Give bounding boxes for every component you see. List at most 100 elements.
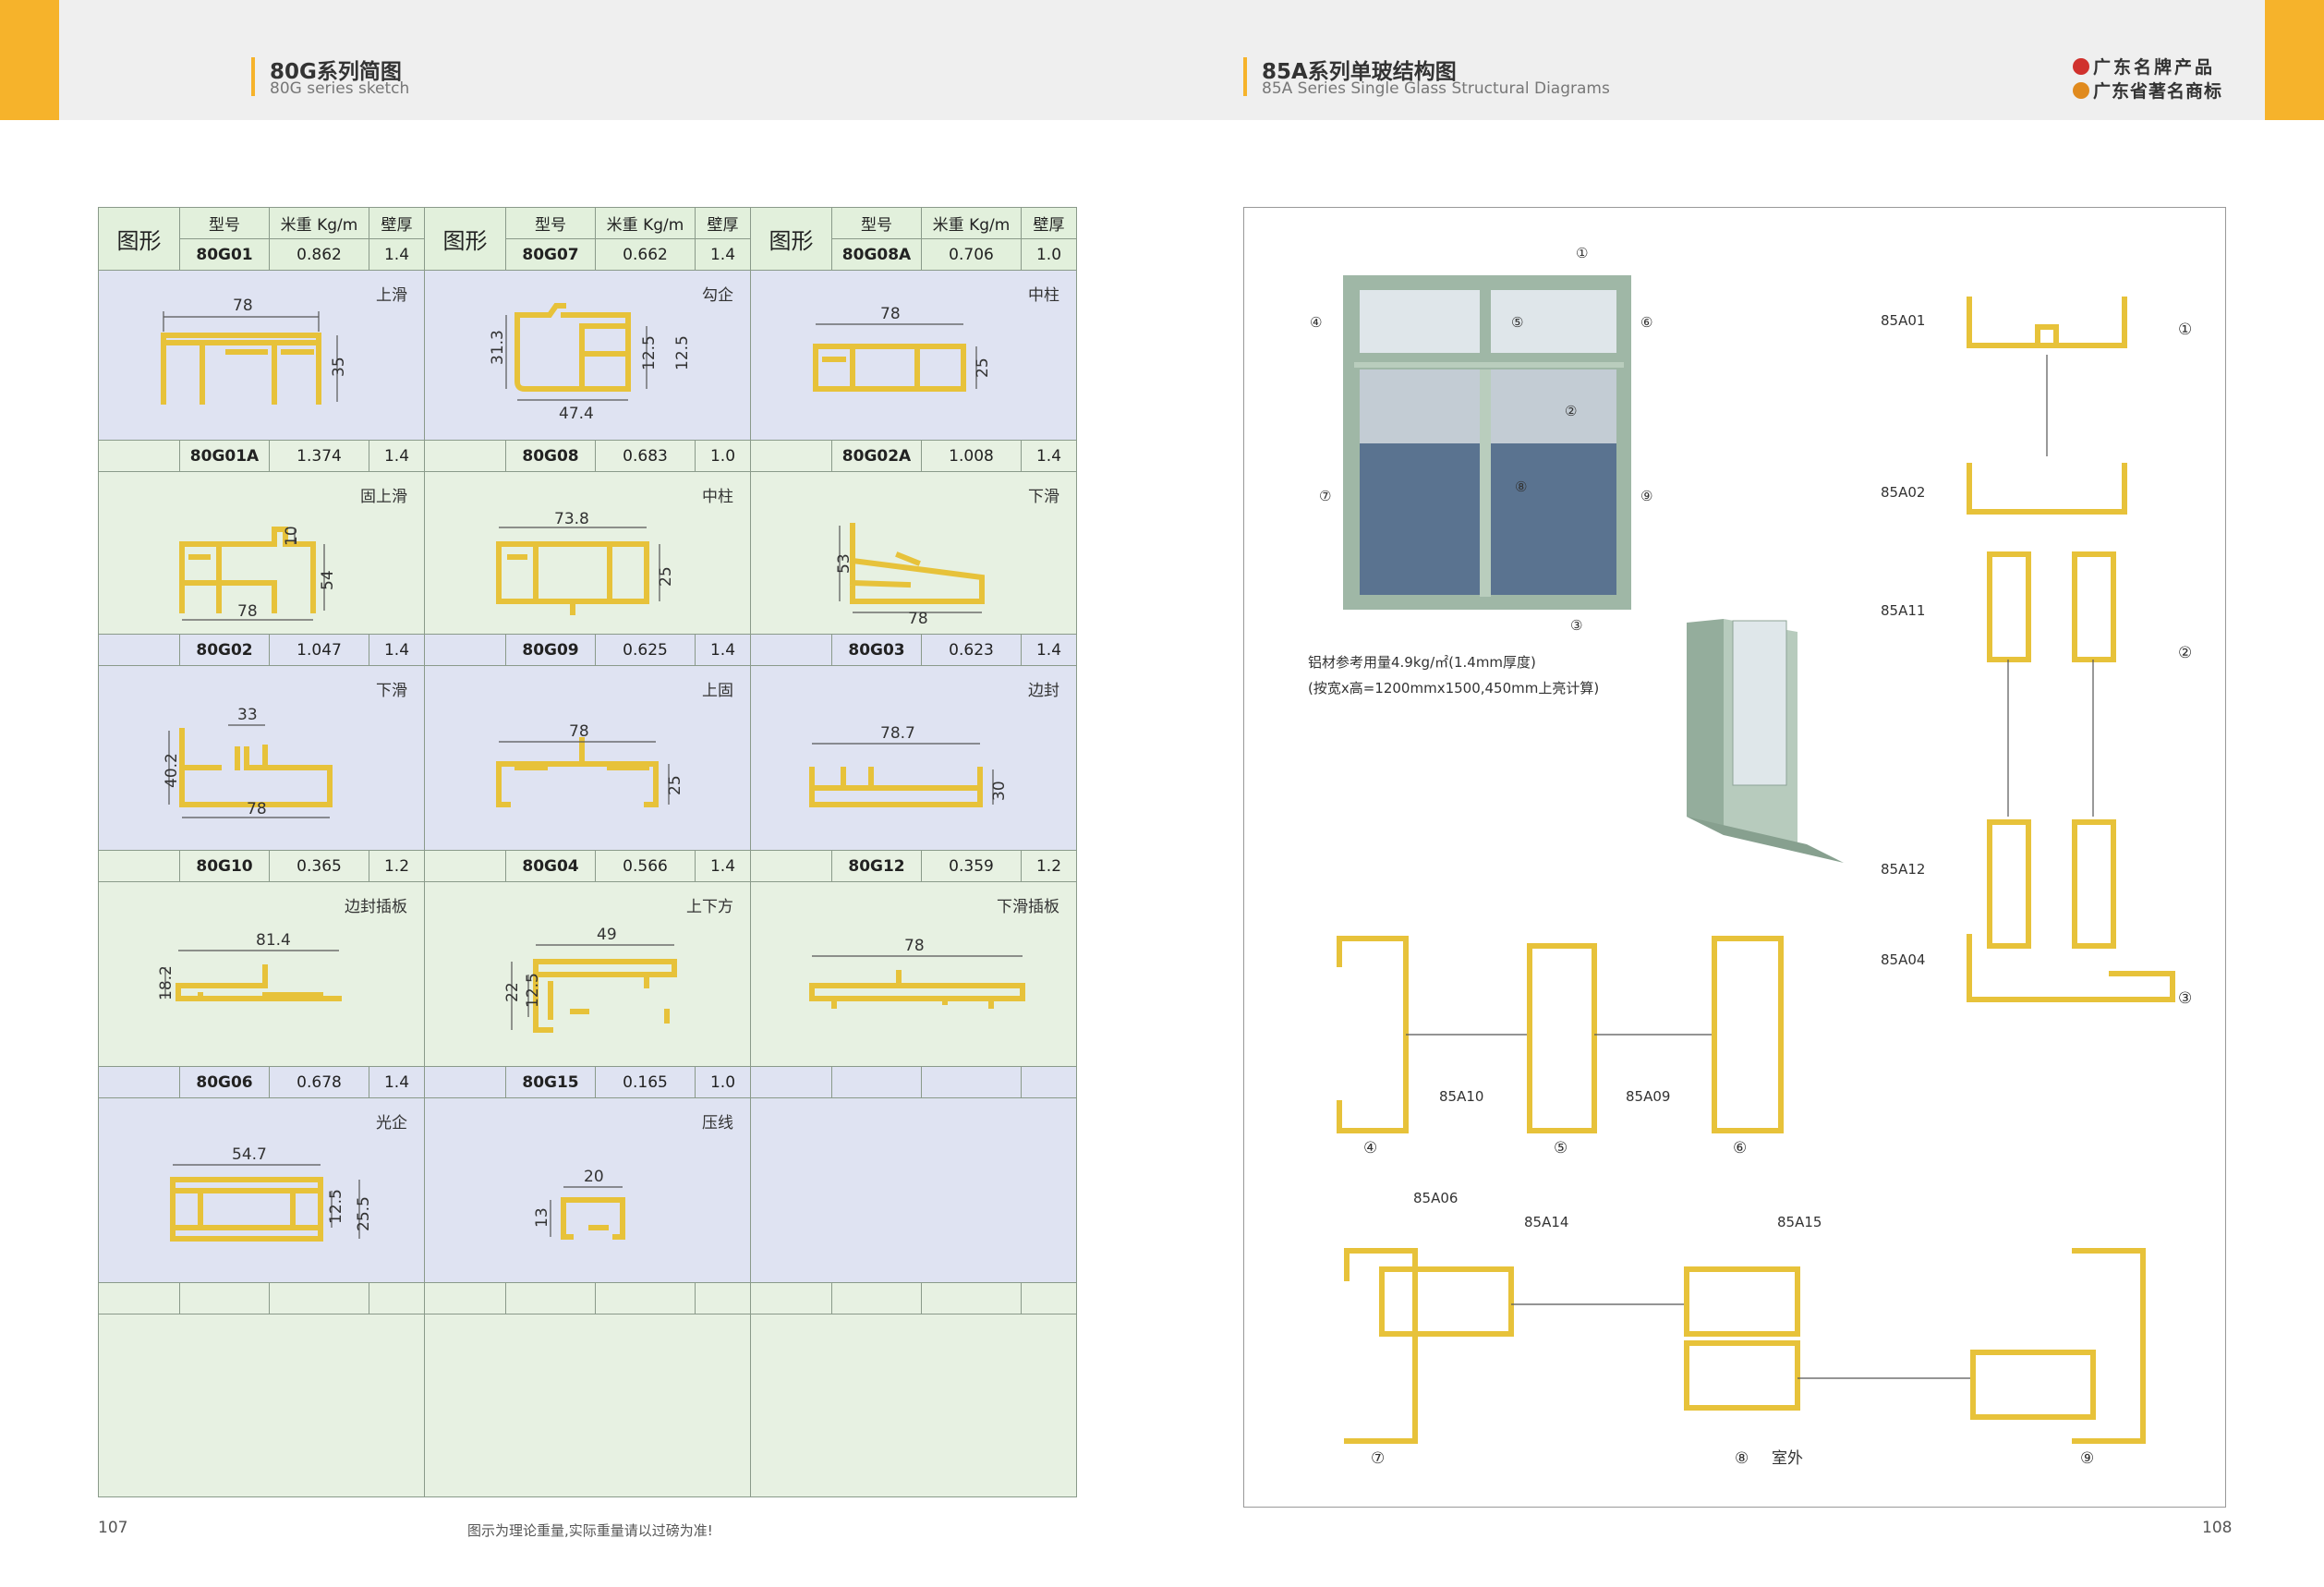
usage-note-detail: (按宽x高=1200mmx1500,450mm上亮计算): [1308, 680, 1599, 697]
profile-name: 边封: [1028, 682, 1059, 700]
callout-9: ⑨: [2080, 1449, 2094, 1468]
dim-text: 78: [880, 305, 901, 323]
dim-text: 22: [503, 982, 522, 1002]
profile-80G01-drawing: 78 35: [161, 297, 348, 405]
profile-name: 上下方: [686, 898, 733, 916]
dim-text: 33: [237, 706, 258, 724]
profile-name: 压线: [702, 1114, 733, 1133]
brand-line-2: 广东省著名商标: [2073, 78, 2222, 103]
dim-text: 47.4: [559, 405, 594, 423]
dim-text: 78.7: [880, 724, 915, 743]
model-code: 80G01A: [179, 440, 270, 472]
callout-9: ⑨: [1640, 488, 1652, 504]
dim-text: 12.5: [673, 335, 692, 370]
brand-line-1: 广东名牌产品: [2073, 54, 2215, 79]
model-code: 80G04: [505, 850, 596, 882]
table-row: 80G06 0.678 1.4 80G15 0.165 1.0: [98, 1066, 1077, 1098]
part-label: 85A11: [1881, 602, 1925, 619]
profile-80G09-drawing: 33 78 25: [496, 722, 684, 807]
profile-cell: 边封 78.7 30: [750, 665, 1077, 851]
dim-text: 78: [237, 602, 258, 621]
right-subtitle: 85A Series Single Glass Structural Diagr…: [1262, 79, 1610, 98]
drawing-row: 光企 54.7 12.5 25.5 压线 20 13: [98, 1097, 1077, 1283]
header-model: 型号: [505, 207, 596, 239]
weight-value: 0.862: [269, 238, 369, 271]
profile-cell: 上下方 49 22 12.5: [424, 881, 751, 1067]
dim-text: 54: [319, 570, 337, 590]
profile-cell: 勾企 31.3 12.5 12.5 47.4: [424, 270, 751, 441]
header-model: 型号: [831, 207, 922, 239]
weight-value: 0.165: [595, 1066, 696, 1098]
model-code: 80G08: [505, 440, 596, 472]
model-code: 80G03: [831, 634, 922, 666]
horizontal-section-upper: [1337, 936, 1784, 1133]
profile-80G07-drawing: 31.3 12.5 12.5 47.4: [489, 303, 692, 423]
dim-text: 81.4: [256, 931, 291, 950]
dim-text: 25: [657, 566, 675, 587]
table-row: 80G02 1.047 1.4 80G09 0.625 1.4 80G03 0.…: [98, 634, 1077, 666]
profile-cell: 中柱 78 25: [750, 270, 1077, 441]
dim-text: 31.3: [489, 330, 507, 365]
profile-80G15-drawing: 20 13: [533, 1168, 625, 1240]
structure-diagrams: ① ④ ⑤ ⑥ ② ⑧ ⑦ ⑨ ③ 铝材参考用量4.9kg/㎡(1.4mm厚度)…: [1308, 245, 2192, 1468]
dim-text: 53: [835, 553, 853, 574]
profile-cell: 上固 33 78 25: [424, 665, 751, 851]
part-label: 85A14: [1524, 1214, 1568, 1230]
dim-text: 25: [974, 357, 992, 378]
weight-disclaimer: 图示为理论重量,实际重量请以过磅为准!: [467, 1522, 713, 1539]
profile-name: 下滑: [376, 682, 407, 700]
header-weight: 米重 Kg/m: [269, 207, 369, 239]
dim-text: 78: [569, 722, 589, 741]
weight-value: 0.683: [595, 440, 696, 472]
thickness-value: 1.2: [369, 850, 425, 882]
profile-80G04-drawing: 49 22 12.5: [503, 926, 677, 1033]
callout-2: ②: [2178, 644, 2192, 662]
callout-3: ③: [2178, 989, 2192, 1008]
profile-cell-empty: [750, 1097, 1077, 1283]
dim-text: 54.7: [232, 1145, 267, 1164]
profile-cell: 下滑插板 78: [750, 881, 1077, 1067]
left-edge-tab: [0, 0, 59, 120]
table-row: 80G01A 1.374 1.4 80G08 0.683 1.0 80G02A …: [98, 440, 1077, 472]
header-weight: 米重 Kg/m: [595, 207, 696, 239]
profile-cell: 中柱 73.8 25: [424, 471, 751, 635]
header-shape: 图形: [424, 207, 506, 271]
table-row-empty: [98, 1282, 1077, 1314]
model-code: 80G01: [179, 238, 270, 271]
dim-text: 25.5: [355, 1196, 373, 1231]
model-code: 80G02A: [831, 440, 922, 472]
model-code: 80G07: [505, 238, 596, 271]
page-number-right: 108: [2202, 1519, 2233, 1537]
dim-text: 12.5: [524, 973, 542, 1008]
dim-text: 35: [330, 357, 348, 377]
right-title: 85A系列单玻结构图: [1262, 60, 1457, 84]
weight-value: 0.365: [269, 850, 369, 882]
dim-text: 78: [908, 610, 928, 628]
dim-text: 78: [233, 297, 253, 315]
outside-label: 室外: [1772, 1449, 1803, 1468]
weight-value: [921, 1066, 1022, 1098]
profile-name: 中柱: [702, 488, 733, 506]
usage-note: 铝材参考用量4.9kg/㎡(1.4mm厚度): [1308, 654, 1536, 671]
weight-value: 0.623: [921, 634, 1022, 666]
callout-1: ①: [1576, 245, 1588, 261]
table-header-row: 图形 型号 米重 Kg/m 壁厚 图形 型号 米重 Kg/m 壁厚 图形 型号 …: [98, 207, 1077, 271]
profile-name: 固上滑: [360, 488, 407, 506]
page-header: [0, 0, 2324, 120]
weight-value: 1.374: [269, 440, 369, 472]
drawing-row: 上滑 78 35 勾企 31.3 12.5 12.5 47.4: [98, 270, 1077, 441]
profile-80G03-drawing: 78.7 30: [809, 724, 1009, 807]
callout-6: ⑥: [1640, 314, 1652, 331]
callout-4: ④: [1363, 1139, 1377, 1157]
corner-section-illustration: [1687, 619, 1844, 863]
thickness-value: 1.4: [369, 440, 425, 472]
callout-2: ②: [1565, 403, 1577, 419]
trademark-badge-icon: [2073, 82, 2089, 99]
profile-cell: 边封插板 81.4 18.2: [98, 881, 425, 1067]
profile-table: 图形 型号 米重 Kg/m 壁厚 图形 型号 米重 Kg/m 壁厚 图形 型号 …: [98, 207, 1077, 1497]
part-label: 85A12: [1881, 861, 1925, 878]
profile-name: 上固: [702, 682, 733, 700]
window-photo: [1343, 275, 1631, 610]
profile-80G02A-drawing: 53 78: [835, 523, 985, 628]
profile-name: 勾企: [702, 286, 733, 305]
